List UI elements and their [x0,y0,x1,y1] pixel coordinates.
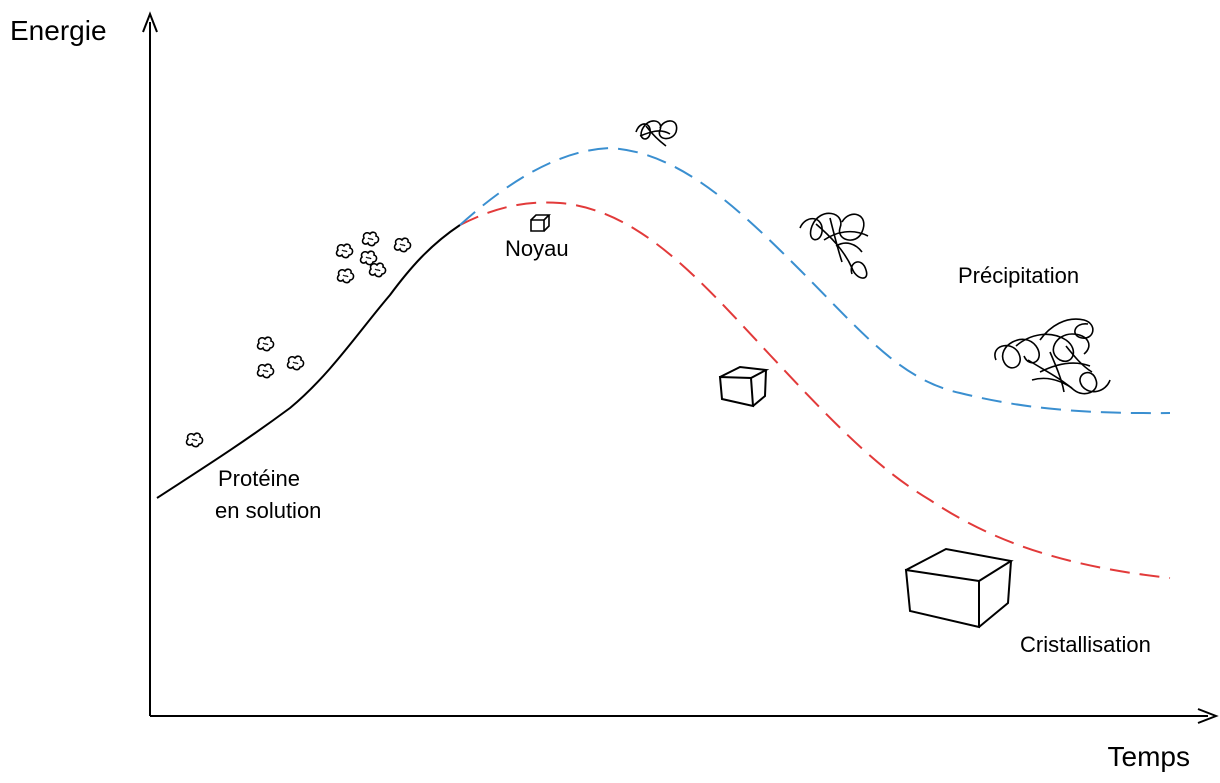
protein-blob-icon [335,243,354,259]
label-solution-line2: en solution [215,498,321,523]
x-axis-label: Temps [1108,741,1190,772]
protein-blob-icon [256,363,275,379]
curves [156,146,1171,579]
crystallization-curve [459,201,1171,579]
protein-blob-icon [393,237,412,253]
solution-curve [156,224,461,499]
y-axis-arrow [142,11,158,33]
axes: Energie Temps [10,11,1219,772]
protein-blob-icon [359,250,378,266]
protein-molecules [185,231,412,448]
aggregate-large-icon [994,318,1111,395]
protein-blob-icon [256,336,275,352]
x-axis-arrow [1197,708,1219,724]
protein-blob-icon [336,268,355,284]
crystal-cube-large-icon [904,547,1014,629]
label-nucleus: Noyau [505,236,569,261]
y-axis-label: Energie [10,15,107,46]
protein-blob-icon [368,262,387,278]
protein-blob-icon [185,432,204,448]
protein-blob-icon [286,355,305,371]
labels: Protéine en solution Noyau Précipitation… [215,236,1151,657]
nucleus-cube-icon [530,214,551,232]
aggregate-medium-icon [799,212,869,279]
label-precipitation: Précipitation [958,263,1079,288]
crystal-cube-medium-icon [718,365,770,408]
label-crystallization: Cristallisation [1020,632,1151,657]
precipitation-curve [459,146,1171,415]
protein-blob-icon [361,231,380,247]
aggregate-small-icon [635,120,678,147]
label-solution-line1: Protéine [218,466,300,491]
